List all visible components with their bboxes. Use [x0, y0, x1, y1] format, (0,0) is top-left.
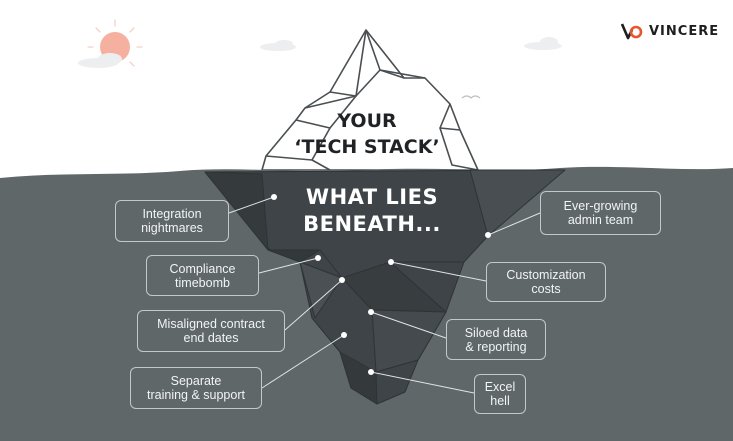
subheadline-line-1: WHAT LIES	[305, 185, 439, 209]
subheadline-line-2: BENEATH...	[303, 212, 441, 236]
subheadline: WHAT LIES BENEATH...	[262, 184, 482, 238]
brand-name: VINCERE	[649, 23, 720, 39]
label-customization-costs: Customization costs	[486, 262, 606, 302]
headline-line-1: YOUR	[337, 110, 397, 132]
label-line: training & support	[147, 388, 245, 402]
label-line: Integration	[142, 207, 202, 221]
label-line: Excel	[484, 380, 516, 394]
connector-lines	[228, 196, 541, 394]
label-siloed-data: Siloed data & reporting	[446, 319, 546, 360]
vincere-logo-icon	[621, 23, 643, 40]
label-integration-nightmares: Integration nightmares	[115, 200, 229, 242]
cloud-icon	[78, 37, 562, 68]
iceberg-underwater	[204, 169, 566, 405]
label-line: admin team	[567, 213, 634, 227]
label-line: end dates	[183, 331, 239, 345]
label-line: hell	[490, 394, 510, 408]
label-excel-hell: Excel hell	[474, 374, 526, 414]
label-line: & reporting	[465, 339, 527, 354]
label-line: Siloed data	[464, 325, 528, 340]
label-compliance-timebomb: Compliance timebomb	[146, 255, 259, 296]
bird-icon	[461, 95, 481, 99]
label-admin-team: Ever-growing admin team	[540, 191, 661, 235]
label-line: nightmares	[141, 221, 203, 235]
connector-dots	[271, 194, 491, 375]
label-line: costs	[531, 282, 561, 296]
label-line: Compliance	[169, 261, 236, 276]
headline-line-2: ‘TECH STACK’	[294, 136, 440, 158]
label-line: Misaligned contract	[157, 317, 265, 331]
label-line: Customization	[506, 268, 586, 282]
label-line: timebomb	[175, 275, 230, 290]
headline: YOUR ‘TECH STACK’	[262, 108, 472, 160]
brand-logo: VINCERE	[621, 22, 719, 40]
label-line: Ever-growing	[563, 199, 638, 213]
label-separate-training: Separate training & support	[130, 367, 262, 409]
label-misaligned-contract: Misaligned contract end dates	[137, 310, 285, 352]
label-line: Separate	[170, 374, 222, 388]
